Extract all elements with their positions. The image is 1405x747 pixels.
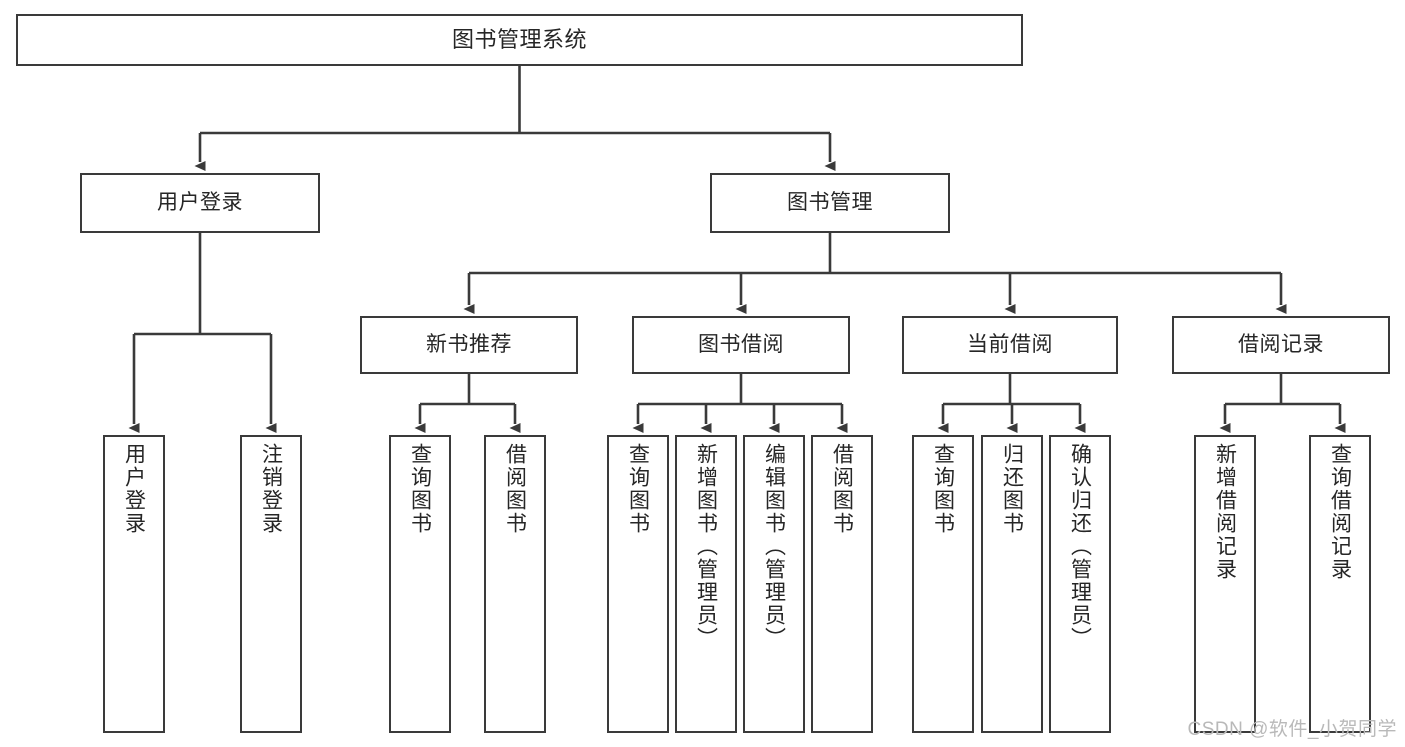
- node-borrow-record[interactable]: 借阅记录: [1172, 316, 1390, 374]
- node-leaf-add-book[interactable]: 新增图书（管理员）: [675, 435, 737, 733]
- node-leaf-borrow-2[interactable]: 借阅图书: [811, 435, 873, 733]
- node-label-book-borrow: 图书借阅: [698, 332, 784, 356]
- node-new-book-rec[interactable]: 新书推荐: [360, 316, 578, 374]
- node-book-borrow[interactable]: 图书借阅: [632, 316, 850, 374]
- node-label-leaf-borrow-2: 借阅图书: [830, 443, 854, 535]
- node-leaf-confirm[interactable]: 确认归还（管理员）: [1049, 435, 1111, 733]
- csdn-watermark: CSDN @软件_小贺同学: [1187, 719, 1397, 740]
- node-label-leaf-add-record: 新增借阅记录: [1213, 443, 1237, 581]
- node-label-leaf-return: 归还图书: [1000, 443, 1024, 535]
- node-leaf-query-2[interactable]: 查询图书: [607, 435, 669, 733]
- node-label-leaf-user-login: 用户登录: [122, 443, 146, 535]
- node-leaf-borrow-1[interactable]: 借阅图书: [484, 435, 546, 733]
- node-label-user-login: 用户登录: [157, 190, 243, 214]
- node-label-root: 图书管理系统: [451, 27, 587, 53]
- node-leaf-query-record[interactable]: 查询借阅记录: [1309, 435, 1371, 733]
- node-label-leaf-query-2: 查询图书: [626, 443, 650, 535]
- node-current-borrow[interactable]: 当前借阅: [902, 316, 1118, 374]
- node-label-leaf-query-3: 查询图书: [931, 443, 955, 535]
- node-label-leaf-logout: 注销登录: [259, 443, 283, 535]
- node-label-new-book-rec: 新书推荐: [426, 332, 512, 356]
- node-book-manage[interactable]: 图书管理: [710, 173, 950, 233]
- node-label-leaf-borrow-1: 借阅图书: [503, 443, 527, 535]
- node-label-leaf-query-record: 查询借阅记录: [1328, 443, 1352, 581]
- node-leaf-user-login[interactable]: 用户登录: [103, 435, 165, 733]
- node-leaf-return[interactable]: 归还图书: [981, 435, 1043, 733]
- node-leaf-query-1[interactable]: 查询图书: [389, 435, 451, 733]
- node-leaf-query-3[interactable]: 查询图书: [912, 435, 974, 733]
- node-user-login[interactable]: 用户登录: [80, 173, 320, 233]
- node-leaf-add-record[interactable]: 新增借阅记录: [1194, 435, 1256, 733]
- node-leaf-logout[interactable]: 注销登录: [240, 435, 302, 733]
- node-label-current-borrow: 当前借阅: [967, 332, 1053, 356]
- node-label-book-manage: 图书管理: [787, 190, 873, 214]
- node-label-leaf-query-1: 查询图书: [408, 443, 432, 535]
- node-leaf-edit-book[interactable]: 编辑图书（管理员）: [743, 435, 805, 733]
- node-root[interactable]: 图书管理系统: [16, 14, 1023, 66]
- node-label-leaf-confirm: 确认归还（管理员）: [1068, 443, 1092, 650]
- node-label-leaf-edit-book: 编辑图书（管理员）: [762, 443, 786, 650]
- node-label-leaf-add-book: 新增图书（管理员）: [694, 443, 718, 650]
- node-label-borrow-record: 借阅记录: [1238, 332, 1324, 356]
